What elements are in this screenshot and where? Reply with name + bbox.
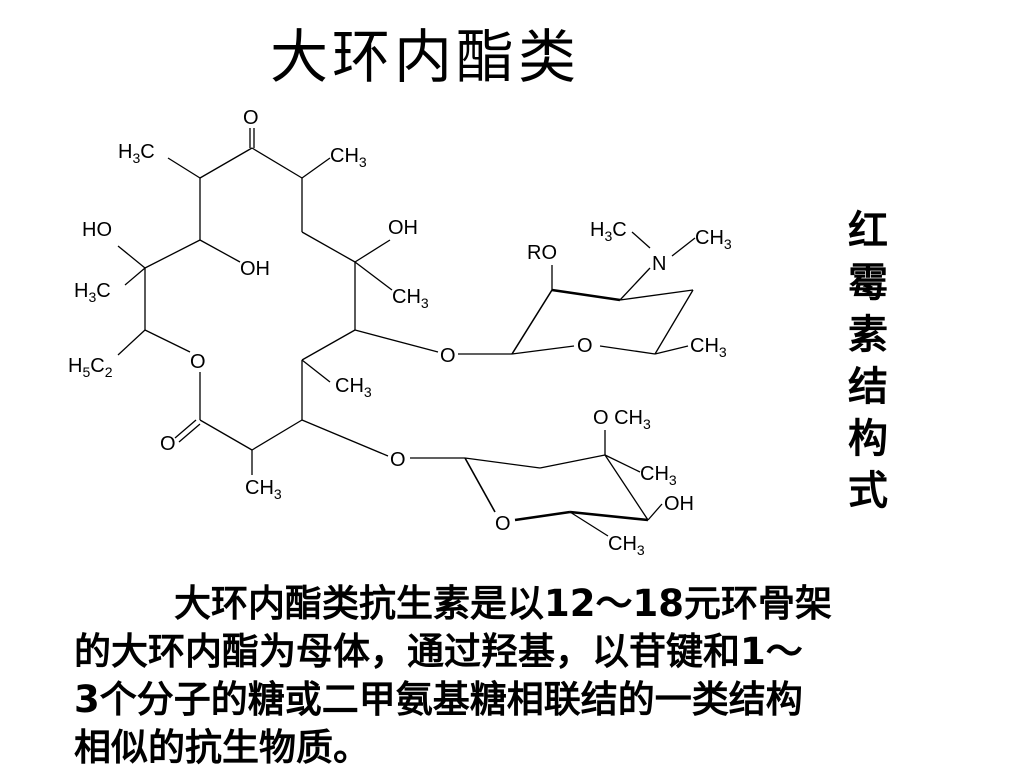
bond: [301, 329, 356, 361]
atom-label: O: [390, 449, 406, 471]
slide-title: 大环内酯类: [270, 23, 581, 91]
paragraph-line: 相似的抗生物质。: [74, 726, 370, 769]
atom-label: OH: [388, 217, 418, 239]
bond: [539, 454, 606, 469]
side-caption: 红 霉 素 结 构 式: [838, 205, 898, 517]
carbonyl-a: [174, 419, 197, 439]
bond: [619, 289, 694, 301]
bond: [167, 157, 201, 179]
atom-label: O: [440, 345, 456, 367]
atom-label: H3C: [118, 141, 155, 166]
bond: [514, 510, 571, 522]
bond: [569, 510, 649, 522]
atom-label: OH: [664, 493, 694, 515]
atom-label: O: [495, 513, 511, 535]
bond: [301, 157, 331, 179]
erythromycin-structure: O H3C CH3 HO OH H3C H5C2 O O CH3 OH CH3 …: [68, 107, 732, 558]
bond: [569, 511, 609, 537]
atom-label: N: [652, 253, 666, 275]
atom-label: O: [160, 433, 176, 455]
atom-label: O: [190, 351, 206, 373]
paragraph-line: 大环内酯类抗生素是以12～18元环骨架: [174, 582, 832, 625]
atom-label: CH3: [640, 463, 677, 488]
bond: [511, 345, 575, 355]
bond: [631, 231, 651, 249]
atom-label: CH3: [335, 375, 372, 400]
bond: [199, 147, 253, 179]
atom-label: CH3: [330, 145, 367, 170]
atom-label: CH3: [695, 227, 732, 252]
atom-label: O: [243, 107, 259, 129]
bond: [354, 329, 439, 353]
bond: [199, 239, 241, 263]
bond: [251, 147, 303, 179]
bond: [117, 245, 146, 269]
side-char: 素: [848, 312, 888, 358]
bond: [117, 329, 146, 356]
carbonyl-b: [178, 423, 201, 443]
side-char: 结: [848, 364, 888, 410]
atom-label: CH3: [245, 477, 282, 502]
bond: [144, 329, 191, 353]
bond: [301, 231, 356, 263]
bond: [619, 267, 651, 301]
side-char: 红: [848, 208, 888, 254]
paragraph-line: 3个分子的糖或二甲氨基糖相联结的一类结构: [74, 678, 803, 721]
bond: [671, 237, 696, 257]
bond: [199, 419, 253, 451]
atom-label: CH3: [690, 335, 727, 360]
bond: [647, 503, 663, 521]
bond: [604, 454, 641, 473]
atom-label: H5C2: [68, 355, 113, 380]
side-char: 霉: [848, 260, 888, 306]
bond: [354, 261, 393, 291]
bond: [464, 457, 496, 513]
bond: [599, 345, 656, 355]
atom-label: RO: [527, 242, 557, 264]
atom-label: H3C: [74, 280, 111, 305]
bond: [251, 419, 303, 451]
atom-label: HO: [82, 219, 112, 241]
bond: [144, 239, 201, 269]
atom-label: CH3: [392, 286, 429, 311]
atom-label: O: [577, 335, 593, 357]
bond: [511, 289, 553, 355]
bond: [604, 454, 649, 521]
bond: [464, 457, 541, 469]
side-char: 式: [848, 468, 888, 514]
bond: [301, 359, 331, 383]
paragraph-line: 的大环内酯为母体，通过羟基，以苷键和1～: [74, 630, 803, 673]
bond: [654, 345, 689, 355]
atom-label: H3C: [590, 219, 627, 244]
bond: [354, 239, 391, 263]
side-char: 构: [848, 416, 888, 462]
atom-label: O CH3: [593, 407, 651, 432]
bond: [551, 288, 621, 302]
description-paragraph: 大环内酯类抗生素是以12～18元环骨架 的大环内酯为母体，通过羟基，以苷键和1～…: [74, 580, 974, 772]
bond: [124, 267, 146, 286]
bond: [301, 419, 389, 457]
atom-label: OH: [240, 258, 270, 280]
atom-label: CH3: [608, 533, 645, 558]
bond: [654, 289, 694, 355]
